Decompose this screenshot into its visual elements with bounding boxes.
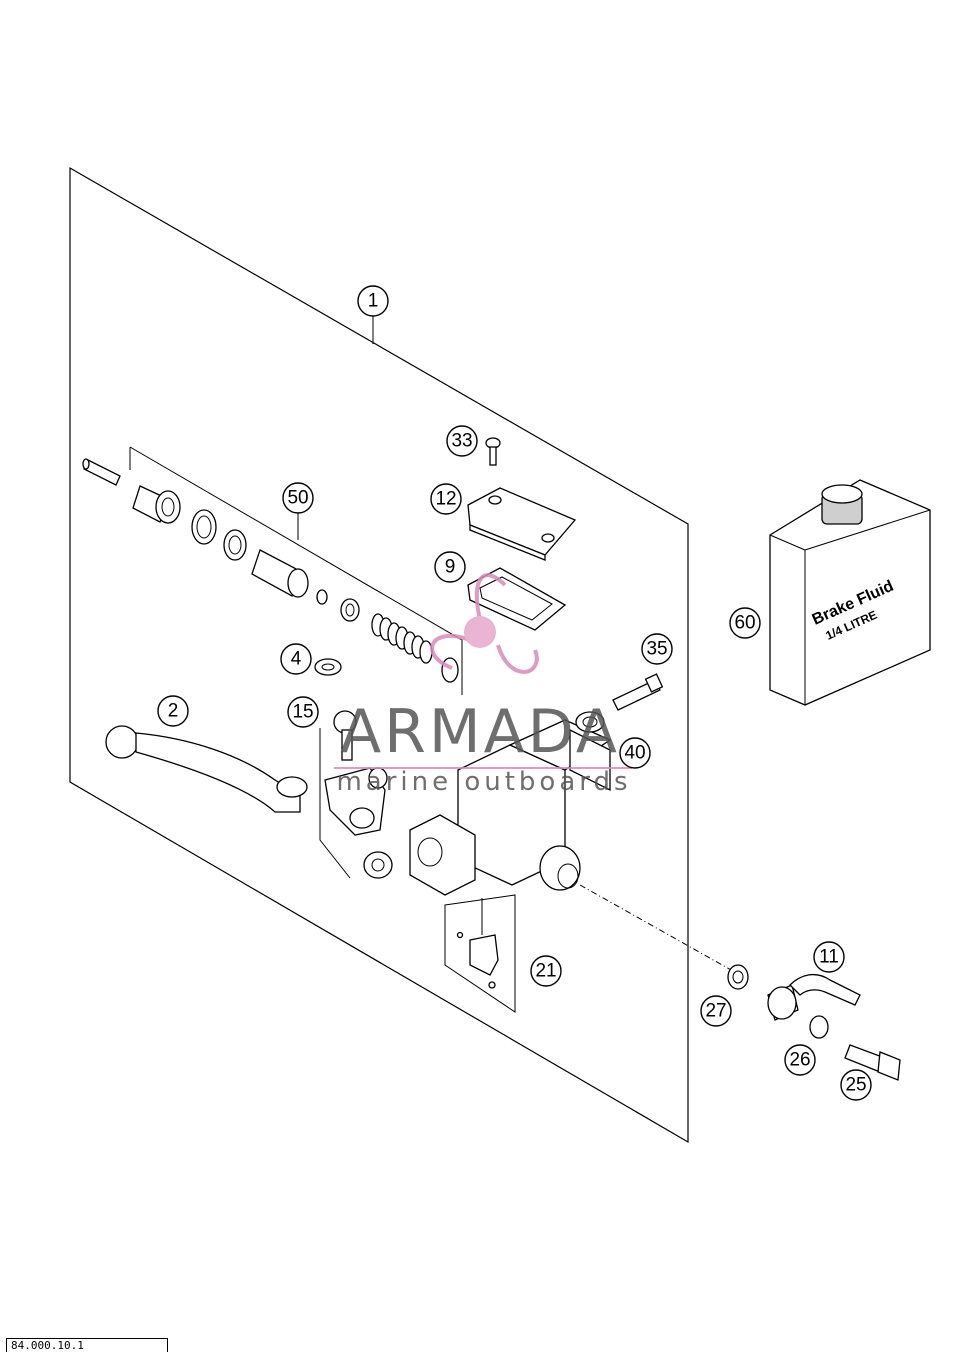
svg-text:11: 11 (819, 947, 839, 968)
callout-60: 60 (729, 607, 761, 639)
svg-text:2: 2 (168, 701, 179, 722)
callout-25: 25 (840, 1069, 872, 1101)
svg-text:1: 1 (368, 291, 379, 312)
callout-1: 1 (357, 285, 389, 317)
callout-2: 2 (157, 695, 189, 727)
svg-text:40: 40 (624, 743, 645, 764)
callout-26: 26 (784, 1044, 816, 1076)
callout-11: 11 (813, 941, 845, 973)
reservoir-screw (485, 437, 501, 466)
brake-switch (444, 894, 516, 1013)
pushrod-pin (82, 458, 121, 486)
svg-text:25: 25 (845, 1075, 866, 1096)
bleed-bolt (612, 673, 664, 711)
reservoir-cap (467, 487, 577, 561)
svg-text:50: 50 (287, 488, 308, 509)
hose-axis (579, 884, 741, 976)
watermark: ARMADA marine outboards (334, 573, 632, 797)
washer-4 (314, 658, 342, 676)
svg-text:33: 33 (451, 431, 472, 452)
callout-35: 35 (641, 633, 673, 665)
svg-text:26: 26 (789, 1050, 810, 1071)
piston (251, 549, 360, 622)
dust-boot (132, 485, 181, 524)
circlip (191, 509, 217, 545)
brake-lever (105, 725, 308, 813)
callout-12: 12 (430, 483, 462, 515)
callout-27: 27 (700, 995, 732, 1027)
svg-text:27: 27 (705, 1001, 726, 1022)
banjo-bolt (844, 1044, 901, 1081)
callout-40: 40 (619, 737, 651, 769)
callout-4: 4 (280, 643, 312, 675)
propeller-logo (430, 573, 539, 674)
callout-9: 9 (434, 551, 466, 583)
page-code: 84.000.10.1 (6, 1338, 168, 1352)
svg-text:9: 9 (445, 557, 456, 578)
svg-text:15: 15 (292, 702, 313, 723)
washer-27 (727, 964, 749, 990)
assembly-frame (69, 166, 689, 1144)
watermark-tagline: marine outboards (336, 767, 631, 797)
brake-fluid-can (769, 479, 931, 706)
master-cylinder-body (409, 711, 612, 896)
washer-26 (809, 1015, 829, 1039)
svg-text:21: 21 (535, 961, 556, 982)
return-spring (371, 613, 459, 683)
watermark-brand: ARMADA (340, 697, 620, 767)
svg-text:60: 60 (734, 613, 755, 634)
callout-21: 21 (530, 955, 562, 987)
callout-33: 33 (446, 425, 478, 457)
brake-hose-banjo (767, 973, 861, 1021)
svg-text:35: 35 (646, 639, 667, 660)
piston-kit-bracket (129, 446, 463, 695)
seal-ring (223, 529, 247, 561)
svg-text:12: 12 (435, 489, 456, 510)
lever-pivot (319, 710, 393, 879)
callout-15: 15 (287, 696, 319, 728)
svg-text:4: 4 (291, 649, 302, 670)
callout-50: 50 (282, 482, 314, 514)
